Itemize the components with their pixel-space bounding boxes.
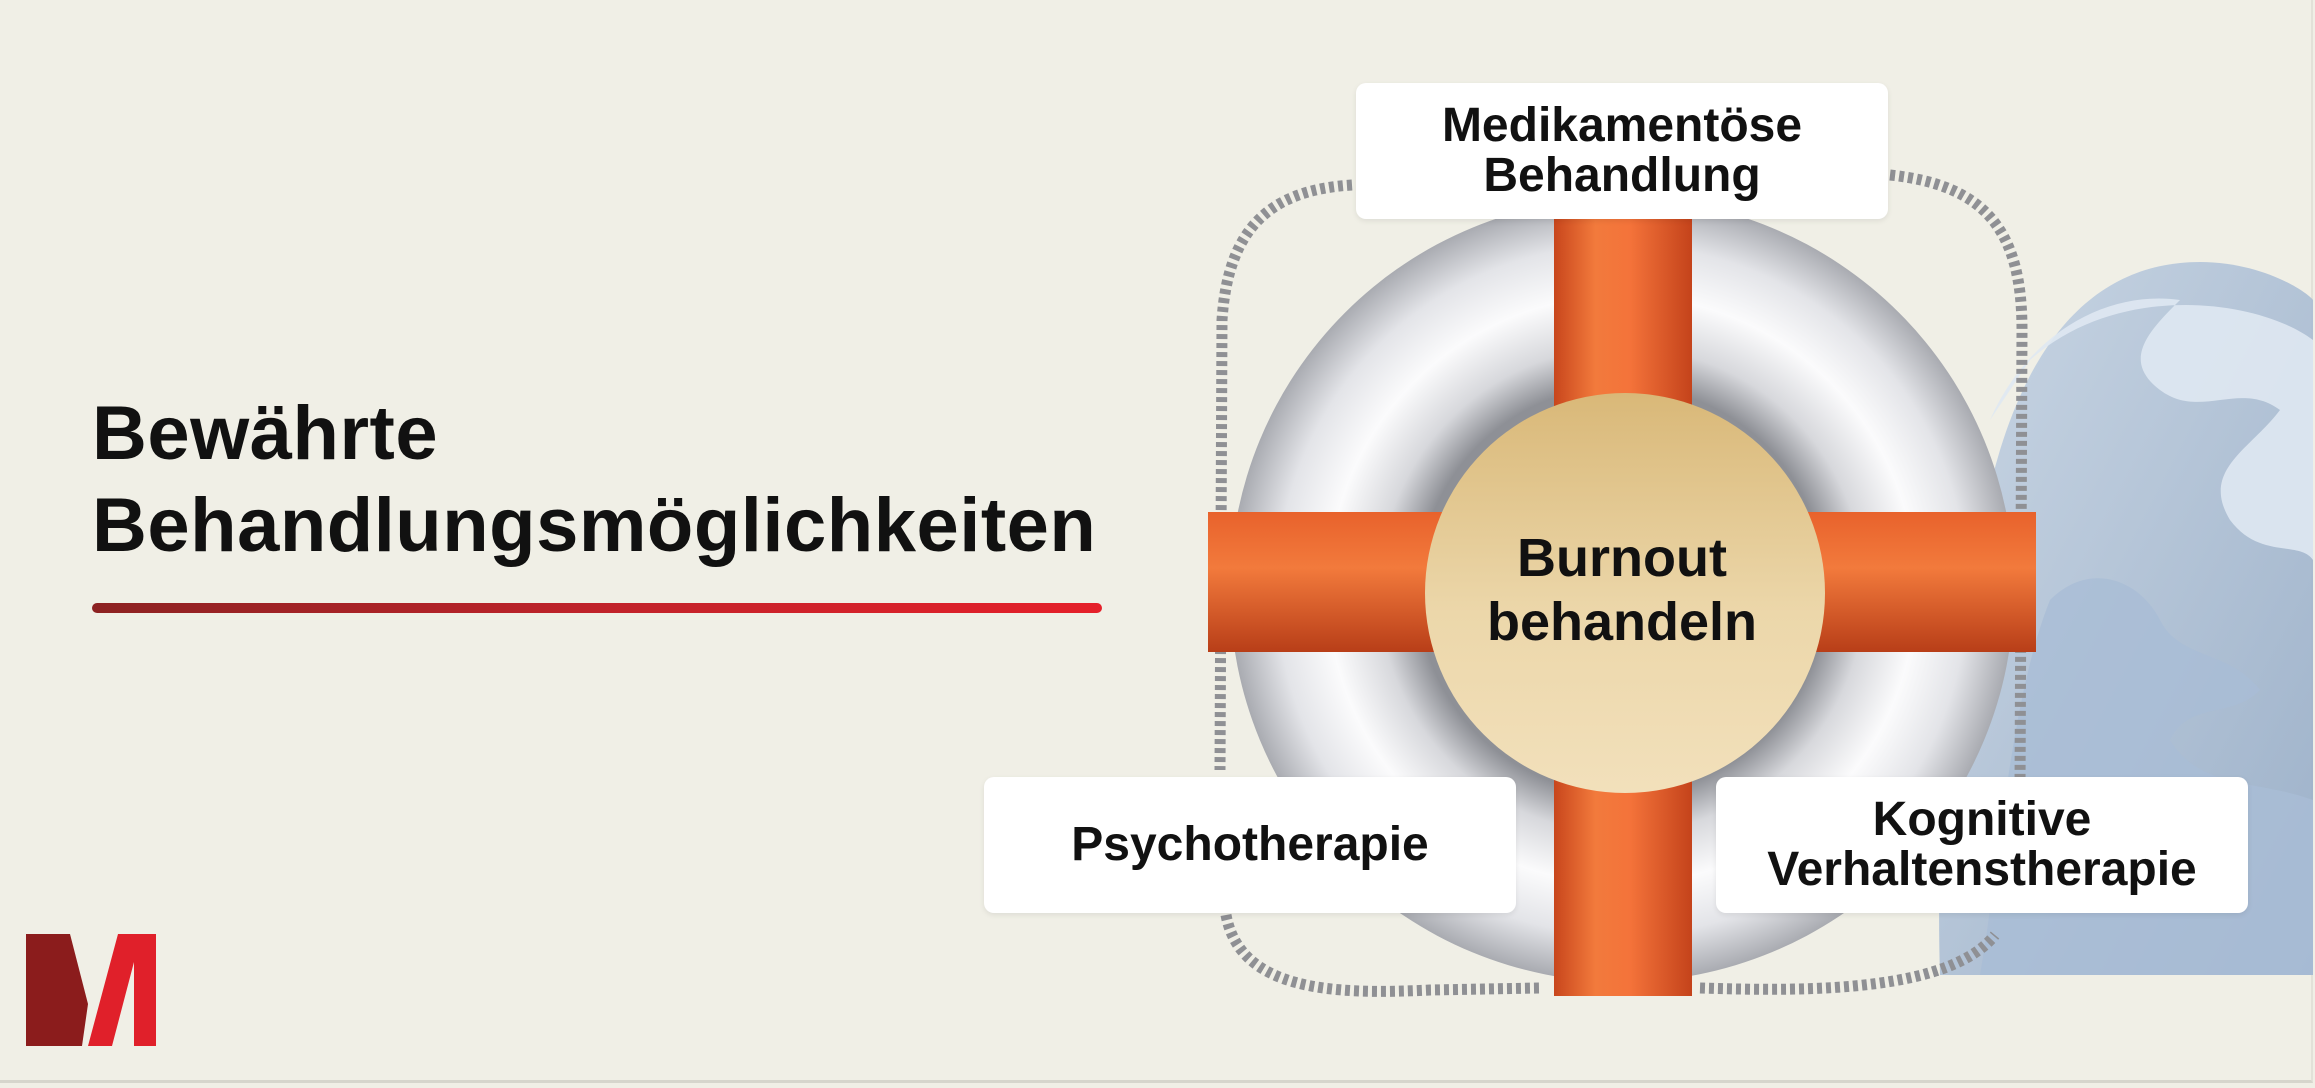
m-logo-icon	[26, 934, 156, 1046]
label-right-line-2: Verhaltenstherapie	[1767, 843, 2197, 896]
label-top-line-1: Medikamentöse	[1441, 99, 1803, 152]
rope-icon	[1214, 169, 2028, 997]
label-kognitive-verhaltenstherapie: Kognitive Verhaltenstherapie	[1716, 777, 2248, 913]
label-psychotherapie: Psychotherapie	[984, 777, 1516, 913]
label-top-line-2: Behandlung	[1483, 149, 1761, 202]
label-medikamentoese-behandlung: Medikamentöse Behandlung	[1356, 83, 1888, 219]
title-line-2: Behandlungsmöglichkeiten	[92, 483, 1097, 568]
title-underline	[92, 603, 1102, 613]
label-right-line-1: Kognitive	[1872, 793, 2092, 846]
center-hub	[1425, 393, 1825, 793]
title-line-1: Bewährte	[92, 391, 439, 476]
center-label-line-2: behandeln	[1486, 592, 1758, 652]
center-label: Burnout behandeln	[1422, 520, 1822, 660]
slide-title: Bewährte Behandlungsmöglichkeiten	[92, 388, 1142, 572]
center-label-line-1: Burnout	[1517, 528, 1727, 588]
label-left-line-1: Psychotherapie	[1071, 818, 1429, 871]
